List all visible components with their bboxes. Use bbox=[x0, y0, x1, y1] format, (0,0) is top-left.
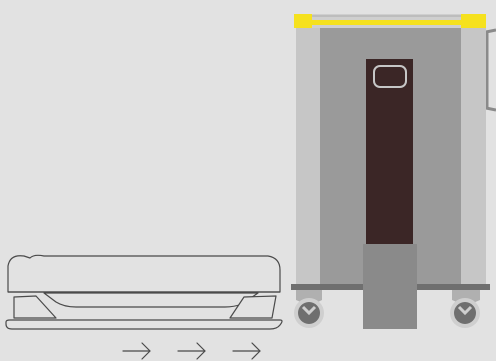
cabinet-door bbox=[366, 59, 413, 245]
mattress bbox=[7, 254, 281, 293]
side-bracket bbox=[485, 28, 496, 112]
door-handle bbox=[373, 65, 407, 88]
bed-frame-middle bbox=[43, 292, 259, 308]
cabinet-right-panel bbox=[461, 26, 486, 288]
arrow-right-icon bbox=[177, 342, 206, 360]
bed-frame-right bbox=[229, 295, 277, 319]
arrow-right-icon bbox=[232, 342, 261, 360]
arrow-right-icon bbox=[122, 342, 151, 360]
cabinet-left-panel bbox=[296, 26, 320, 288]
top-accent-left-block bbox=[294, 14, 312, 28]
bed-frame-left bbox=[13, 295, 57, 319]
transfer-cabinet bbox=[291, 14, 496, 329]
left-wheel bbox=[294, 298, 324, 328]
motion-arrows bbox=[122, 342, 261, 360]
cabinet-pedestal bbox=[363, 244, 417, 329]
bed-outline bbox=[5, 254, 283, 330]
top-accent-right-block bbox=[461, 14, 486, 28]
bed-base-tray bbox=[5, 319, 283, 330]
top-accent-strip bbox=[296, 20, 486, 25]
right-wheel bbox=[450, 298, 480, 328]
